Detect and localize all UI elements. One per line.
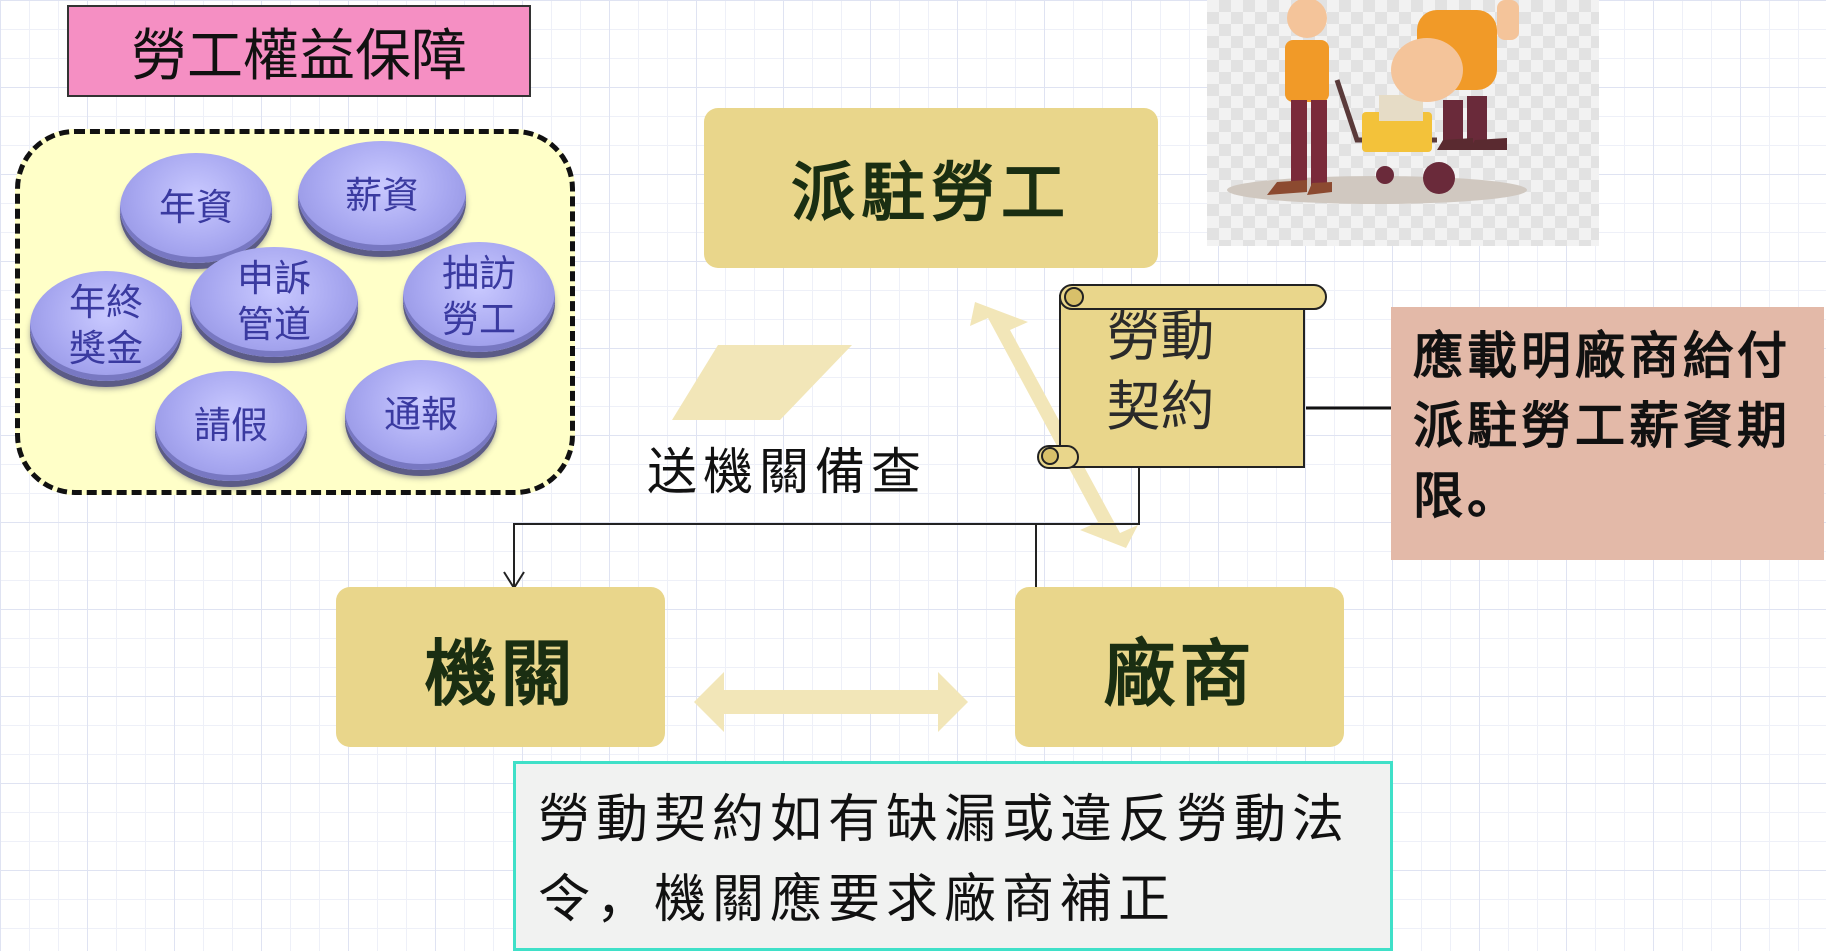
contract-label: 勞動 契約 bbox=[1106, 305, 1215, 438]
pale-diagonal-double-arrow bbox=[970, 302, 1138, 548]
node-agency: 機關 bbox=[336, 587, 665, 747]
workers-with-cart-icon bbox=[1227, 0, 1527, 204]
pale-parallelogram-shape bbox=[672, 345, 852, 420]
bubble-complaint-channel: 申訴 管道 bbox=[190, 247, 358, 357]
salary-deadline-note: 應載明廠商給付派駐勞工薪資期限。 bbox=[1391, 307, 1824, 560]
rights-panel: 年資 薪資 年終 獎金 申訴 管道 抽訪 勞工 請假 通報 bbox=[15, 129, 575, 495]
bubble-seniority: 年資 bbox=[120, 153, 272, 263]
contract-to-agency-line bbox=[513, 467, 1140, 588]
page-title: 勞工權益保障 bbox=[67, 5, 531, 97]
contract-scroll-shape bbox=[1037, 284, 1327, 469]
bubble-spot-interview: 抽訪 勞工 bbox=[403, 242, 555, 352]
bubble-salary: 薪資 bbox=[298, 141, 466, 251]
bubble-leave: 請假 bbox=[155, 371, 307, 481]
bubble-report: 通報 bbox=[345, 360, 497, 470]
pale-horizontal-double-arrow bbox=[694, 672, 968, 732]
node-vendor: 廠商 bbox=[1015, 587, 1344, 747]
node-dispatched-worker: 派駐勞工 bbox=[704, 108, 1158, 268]
bubble-year-end-bonus: 年終 獎金 bbox=[30, 271, 182, 381]
contract-correction-note: 勞動契約如有缺漏或違反勞動法令，機關應要求廠商補正 bbox=[513, 761, 1393, 951]
send-to-agency-label: 送機關備查 bbox=[647, 443, 927, 501]
workers-illustration bbox=[1207, 0, 1599, 246]
